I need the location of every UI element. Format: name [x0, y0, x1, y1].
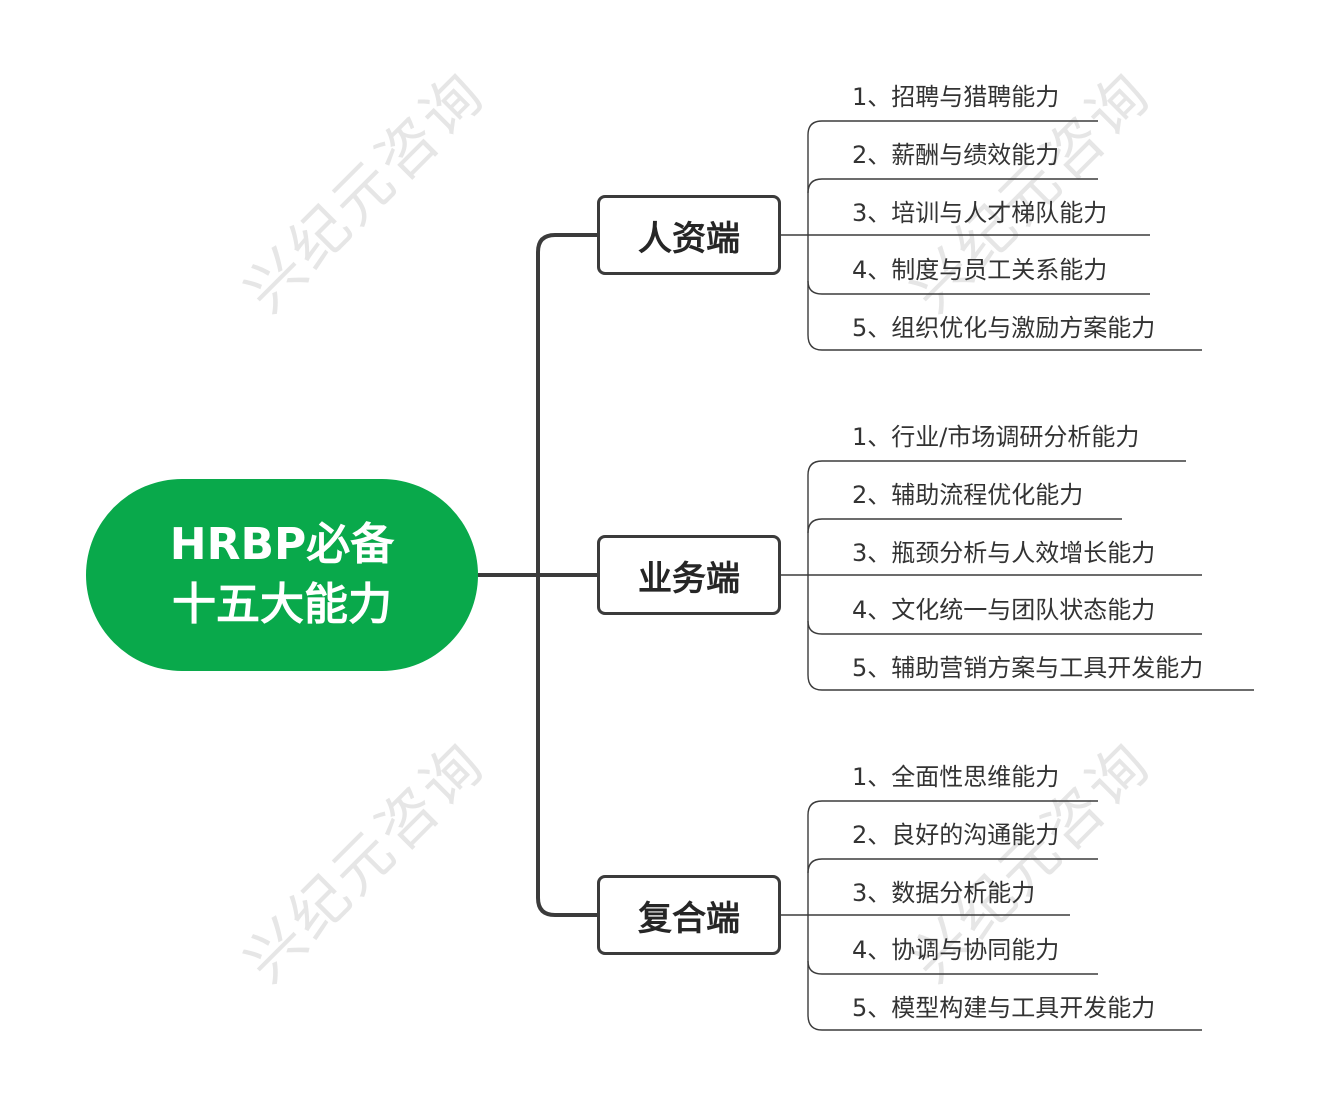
leaf-node[interactable]: 4、协调与协同能力: [852, 936, 1060, 964]
leaf-node[interactable]: 4、文化统一与团队状态能力: [852, 596, 1156, 624]
leaf-node[interactable]: 2、良好的沟通能力: [852, 821, 1060, 849]
leaf-connectors-branch-1: [781, 120, 1202, 351]
leaf-node[interactable]: 5、组织优化与激励方案能力: [852, 314, 1156, 342]
root-title-line-1: HRBP必备: [169, 519, 395, 570]
root-node[interactable]: HRBP必备 十五大能力: [86, 479, 478, 671]
leaf-node[interactable]: 3、培训与人才梯队能力: [852, 199, 1108, 227]
leaf-node[interactable]: 3、瓶颈分析与人效增长能力: [852, 539, 1156, 567]
leaf-connectors-branch-2: [781, 460, 1254, 691]
leaf-connectors-branch-3: [781, 800, 1202, 1031]
leaf-node[interactable]: 2、薪酬与绩效能力: [852, 141, 1060, 169]
leaf-node[interactable]: 4、制度与员工关系能力: [852, 256, 1108, 284]
leaf-node[interactable]: 2、辅助流程优化能力: [852, 481, 1084, 509]
leaf-node[interactable]: 5、模型构建与工具开发能力: [852, 994, 1156, 1022]
branch-node-composite[interactable]: 复合端: [597, 875, 781, 955]
leaf-node[interactable]: 1、行业/市场调研分析能力: [852, 423, 1140, 451]
leaf-node[interactable]: 3、数据分析能力: [852, 879, 1036, 907]
leaf-node[interactable]: 5、辅助营销方案与工具开发能力: [852, 654, 1204, 682]
connector-trunk-vertical: [536, 233, 556, 917]
root-title-line-2: 十五大能力: [172, 579, 392, 630]
branch-node-business[interactable]: 业务端: [597, 535, 781, 615]
leaf-node[interactable]: 1、全面性思维能力: [852, 763, 1060, 791]
branch-node-hr[interactable]: 人资端: [597, 195, 781, 275]
leaf-node[interactable]: 1、招聘与猎聘能力: [852, 83, 1060, 111]
